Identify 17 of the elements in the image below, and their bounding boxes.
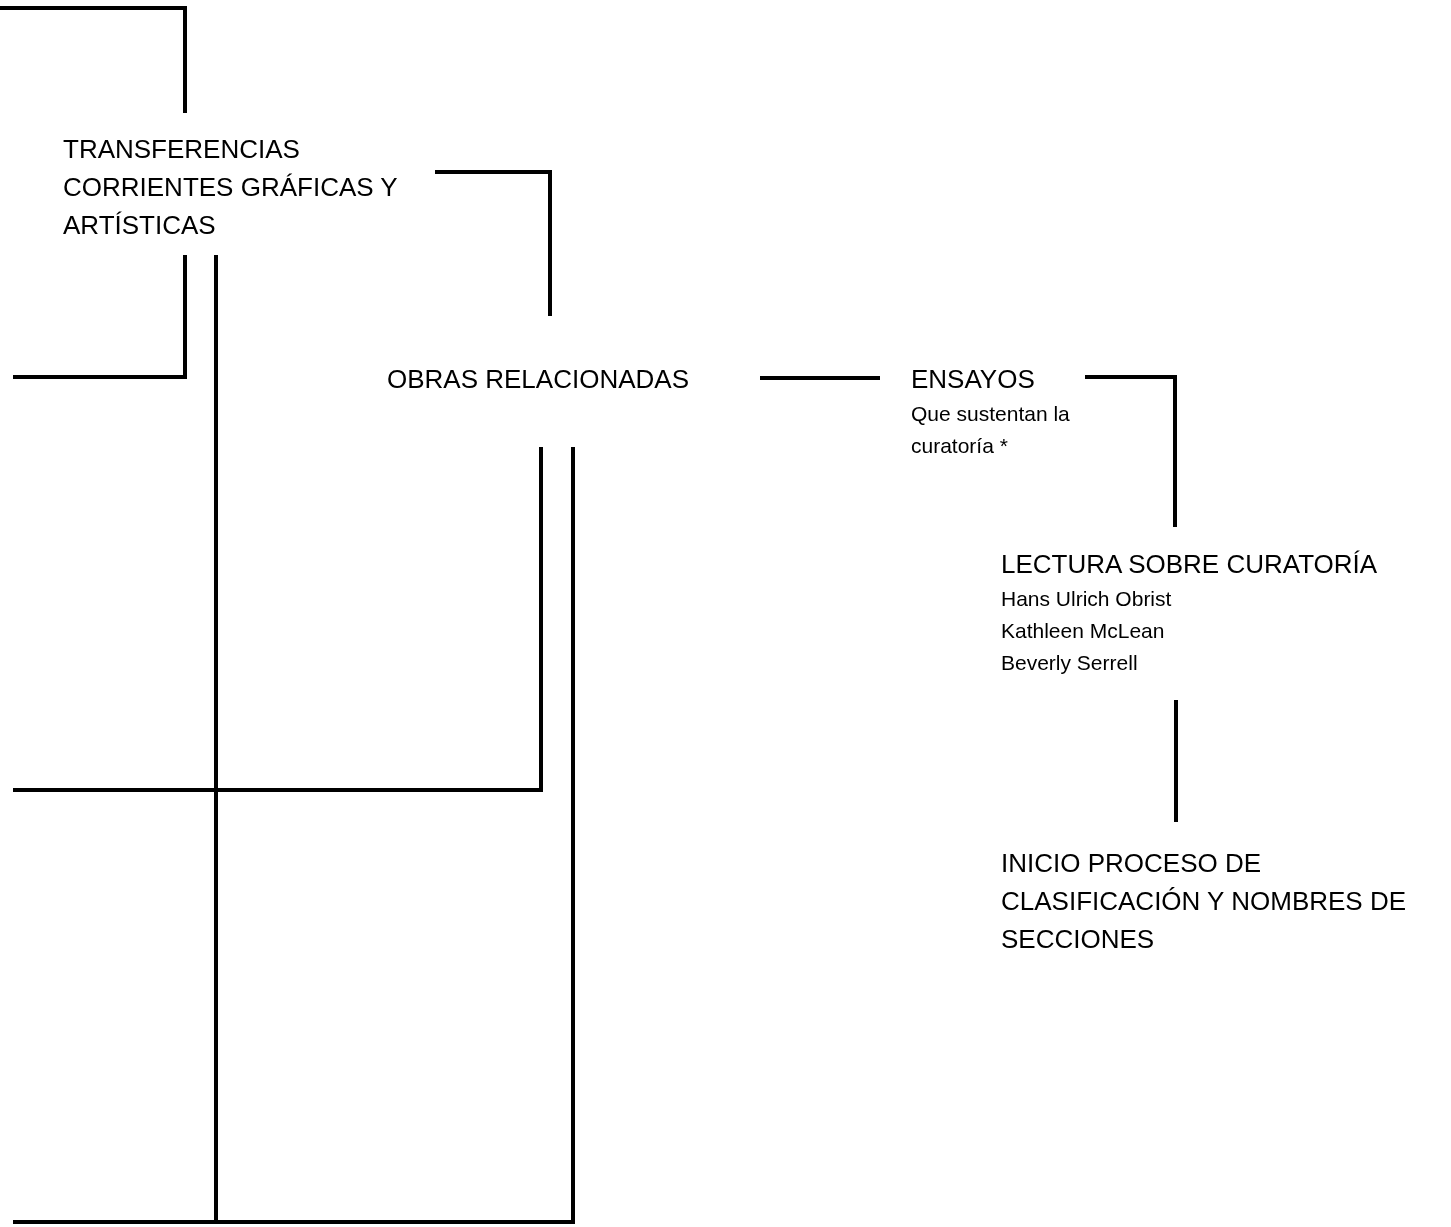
connector-line bbox=[1085, 375, 1177, 527]
connector-line bbox=[13, 447, 543, 792]
connector-line bbox=[435, 170, 552, 316]
node-title: TRANSFERENCIAS CORRIENTES GRÁFICAS Y ARTÍSTICAS bbox=[63, 133, 399, 242]
connector-line bbox=[13, 255, 218, 1224]
connector-line bbox=[13, 255, 187, 379]
node-subtitle: Que sustentan la curatoría * bbox=[911, 401, 1071, 459]
node-title: LECTURA SOBRE CURATORÍA bbox=[1001, 548, 1379, 581]
node-title: ENSAYOS bbox=[911, 363, 1036, 396]
node-subtitle: Kathleen McLean bbox=[1001, 618, 1166, 644]
node-subtitle: Beverly Serrell bbox=[1001, 650, 1139, 676]
node-title: OBRAS RELACIONADAS bbox=[387, 363, 690, 396]
node-subtitle: Hans Ulrich Obrist bbox=[1001, 586, 1173, 612]
connector-line bbox=[760, 376, 880, 380]
connector-line bbox=[1174, 700, 1178, 822]
connector-line bbox=[0, 6, 187, 113]
node-title: INICIO PROCESO DE CLASIFICACIÓN Y NOMBRES DE SECCIONES bbox=[1001, 847, 1408, 956]
